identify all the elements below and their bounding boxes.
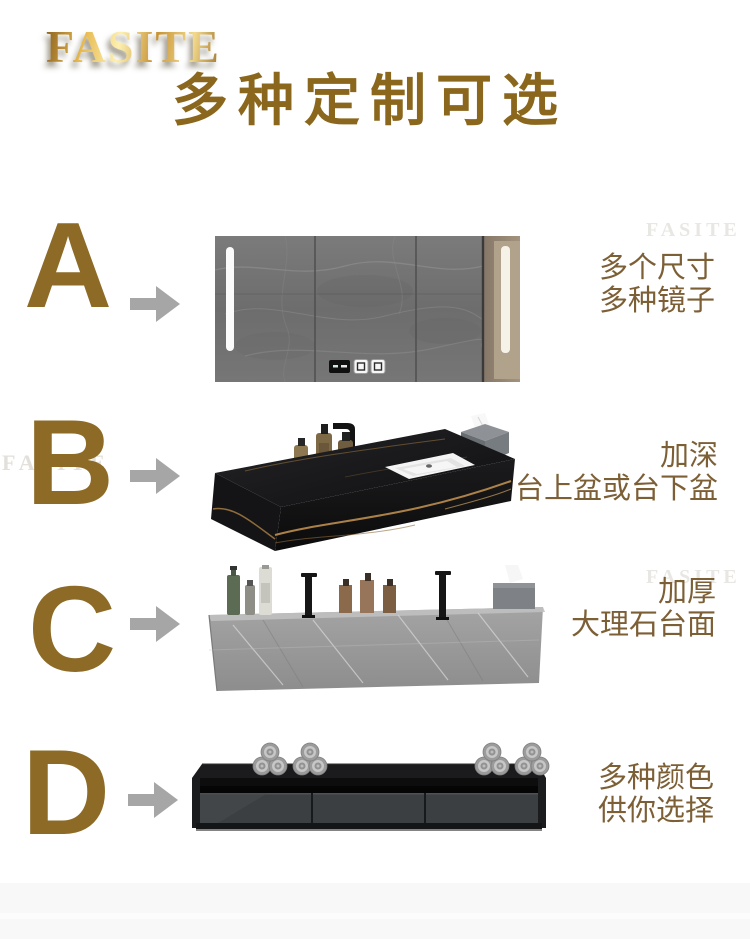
faucet (301, 573, 317, 618)
bottles (227, 565, 272, 615)
faucet (435, 571, 451, 620)
arrow-right-icon (130, 286, 180, 322)
page-title: 多种定制可选 (172, 69, 568, 132)
option-row-b: FASITE B (0, 400, 750, 560)
option-letter-b: B (26, 394, 115, 530)
arrow-right-icon (130, 606, 180, 642)
arrow-head (154, 782, 178, 818)
arrow-head (156, 606, 180, 642)
option-desc-d: 多种颜色 供你选择 (566, 762, 746, 828)
option-row-a: FASITE A (0, 200, 750, 400)
option-letter-a: A (24, 197, 113, 333)
led-strip-left (226, 247, 234, 351)
arrow-head (156, 458, 180, 494)
gray-marble-countertop-image (208, 565, 545, 692)
desc-line: 供你选择 (597, 795, 714, 827)
option-letter-d: D (22, 724, 111, 860)
arrow-shaft (130, 618, 156, 630)
desc-line: 多个尺寸 (598, 252, 715, 284)
tissue-box (493, 565, 535, 609)
desc-line: 加厚 (657, 576, 716, 608)
arrow-shaft (128, 794, 154, 806)
arrow-shaft (130, 470, 156, 482)
footer-band (0, 883, 750, 939)
desc-line: 加深 (659, 440, 718, 472)
desc-line: 大理石台面 (570, 609, 716, 641)
desc-line: 台上盆或台下盆 (514, 473, 718, 505)
desc-line: 多种颜色 (597, 762, 714, 794)
arrow-head (156, 286, 180, 322)
option-row-d: D (0, 730, 750, 890)
basin (385, 453, 475, 479)
arrow-right-icon (128, 782, 178, 818)
option-desc-c: 加厚 大理石台面 (460, 576, 716, 642)
led-mirror-cabinet-image (215, 236, 520, 382)
option-row-c: FASITE C (0, 560, 750, 740)
mirror-control-panel (329, 359, 386, 374)
desc-line: 多种镜子 (598, 285, 715, 317)
fasite-watermark: FASITE (646, 219, 741, 241)
option-desc-b: 加深 台上盆或台下盆 (460, 440, 718, 506)
arrow-right-icon (130, 458, 180, 494)
black-marble-countertop-image (211, 413, 515, 551)
fasite-watermark: FASITE (646, 566, 741, 588)
bottles (339, 573, 396, 613)
option-letter-c: C (28, 561, 117, 697)
arrow-shaft (130, 298, 156, 310)
footer-inner-line (0, 913, 750, 919)
black-wall-cabinet-image (192, 742, 550, 831)
brand-logo: FASITE (46, 21, 221, 72)
fasite-watermark: FASITE (2, 450, 110, 475)
led-strip-right (501, 246, 510, 353)
option-desc-a: 多个尺寸 多种镜子 (567, 252, 747, 318)
